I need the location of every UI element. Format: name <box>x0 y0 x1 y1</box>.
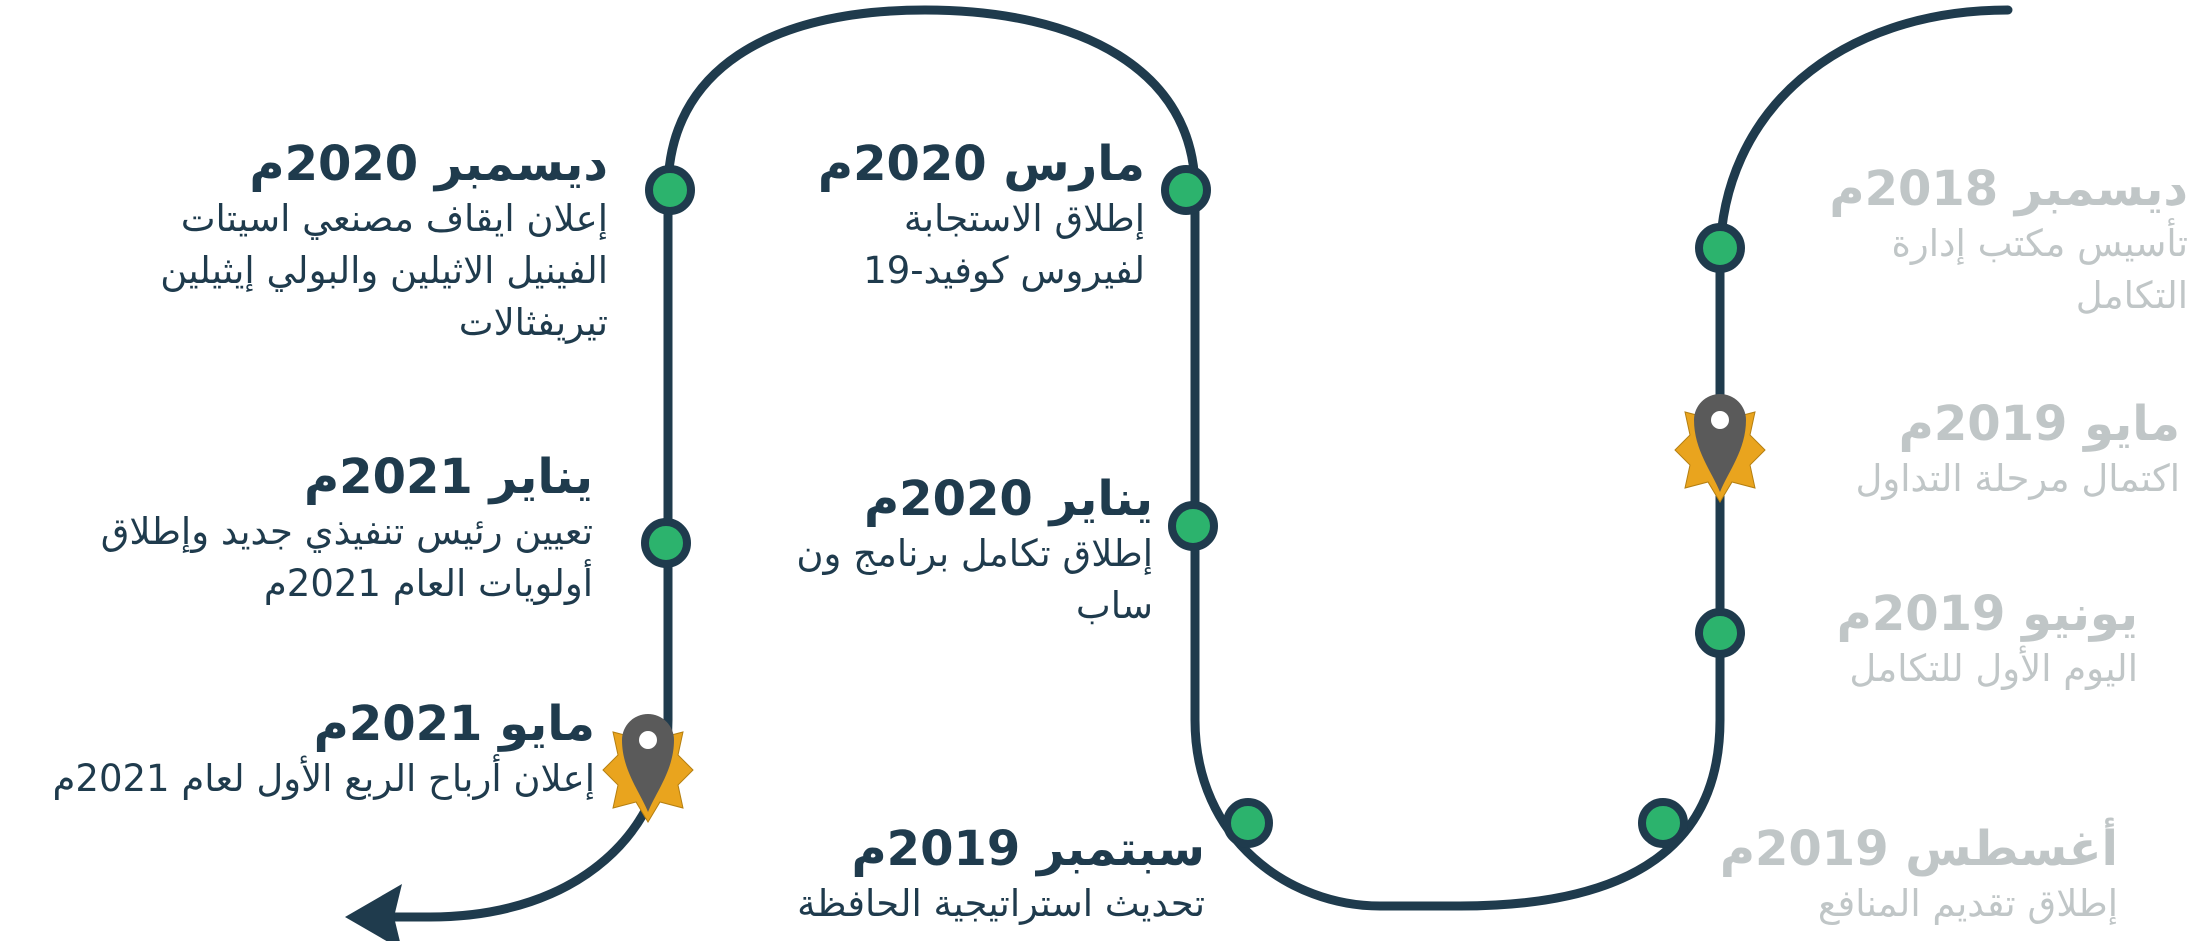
event-date: يناير 2021م <box>303 449 593 505</box>
event-description: إطلاق تقديم المنافع <box>1817 882 2118 925</box>
milestone-dot <box>641 518 691 568</box>
event-mar-2020: مارس 2020م إطلاق الاستجابة لفيروس كوفيد-… <box>785 135 1145 297</box>
event-description: تعيين رئيس تنفيذي جديد وإطلاق أولويات ال… <box>100 510 593 605</box>
map-pin-icon <box>1694 394 1746 492</box>
event-description: إعلان أرباح الربع الأول لعام 2021م <box>52 757 595 800</box>
event-dec-2018: ديسمبر 2018م تأسيس مكتب إدارة التكامل <box>1768 160 2188 322</box>
event-description: تحديث استراتيجية الحافظة <box>797 882 1205 925</box>
event-description: إطلاق تكامل برنامج ون ساب <box>796 532 1153 627</box>
event-sep-2019: سبتمبر 2019م تحديث استراتيجية الحافظة <box>765 820 1205 930</box>
event-date: ديسمبر 2020م <box>249 136 608 192</box>
map-pin-icon <box>622 714 674 812</box>
event-date: يناير 2020م <box>863 471 1153 527</box>
event-description: إطلاق الاستجابة لفيروس كوفيد-19 <box>863 197 1145 292</box>
event-description: اكتمال مرحلة التداول <box>1855 457 2181 500</box>
event-date: أغسطس 2019م <box>1719 821 2118 877</box>
event-date: مايو 2021م <box>313 696 595 752</box>
arrowhead-icon <box>345 884 402 941</box>
event-date: مارس 2020م <box>817 136 1145 192</box>
event-jun-2019: يونيو 2019م اليوم الأول للتكامل <box>1678 585 2138 695</box>
event-date: ديسمبر 2018م <box>1829 161 2188 217</box>
milestone-dot <box>1695 223 1745 273</box>
event-date: سبتمبر 2019م <box>851 821 1205 877</box>
event-description: اليوم الأول للتكامل <box>1849 647 2138 690</box>
event-date: مايو 2019م <box>1898 396 2180 452</box>
event-jan-2020: يناير 2020م إطلاق تكامل برنامج ون ساب <box>753 470 1153 632</box>
pin-badge-icon <box>602 714 694 823</box>
event-description: إعلان ايقاف مصنعي اسيتات الفينيل الاثيلي… <box>160 197 608 344</box>
milestone-dot <box>1638 798 1688 848</box>
event-description: تأسيس مكتب إدارة التكامل <box>1891 222 2188 317</box>
milestone-dot <box>1223 798 1273 848</box>
event-may-2021: مايو 2021م إعلان أرباح الربع الأول لعام … <box>0 695 595 805</box>
event-jan-2021: يناير 2021م تعيين رئيس تنفيذي جديد وإطلا… <box>33 448 593 610</box>
event-aug-2019: أغسطس 2019م إطلاق تقديم المنافع <box>1698 820 2118 930</box>
milestone-dot <box>645 165 695 215</box>
milestone-dot <box>1161 165 1211 215</box>
event-date: يونيو 2019م <box>1836 586 2138 642</box>
event-may-2019: مايو 2019م اكتمال مرحلة التداول <box>1680 395 2181 505</box>
milestone-dot <box>1168 501 1218 551</box>
pin-badge-icon <box>1674 394 1766 503</box>
event-dec-2020: ديسمبر 2020م إعلان ايقاف مصنعي اسيتات ال… <box>88 135 608 349</box>
milestone-dot <box>1695 608 1745 658</box>
